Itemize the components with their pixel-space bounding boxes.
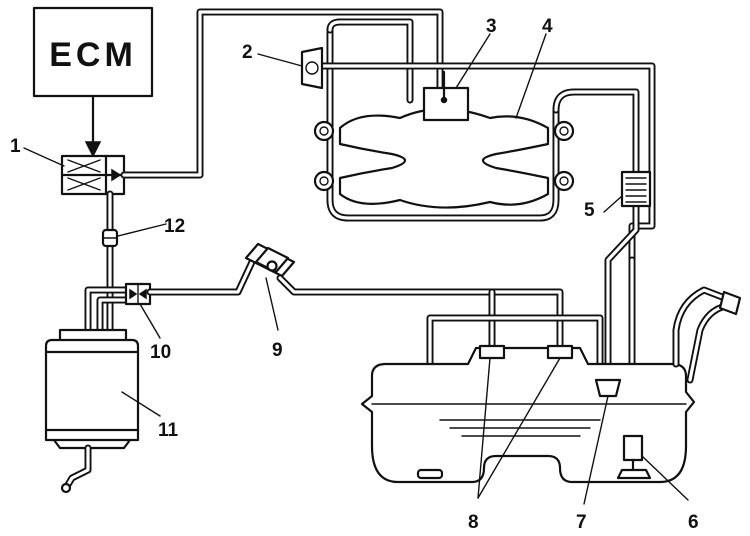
callout-12: 12 bbox=[164, 216, 185, 237]
rollover-valve-7 bbox=[594, 378, 622, 398]
ecm-signal-arrow bbox=[84, 94, 102, 158]
check-valve-9 bbox=[244, 242, 296, 278]
intake-manifold-4 bbox=[313, 18, 575, 222]
callout-4: 4 bbox=[542, 16, 553, 37]
callout-1: 1 bbox=[10, 136, 21, 157]
purge-solenoid-valve bbox=[60, 154, 126, 196]
hose-10-to-9 bbox=[146, 258, 256, 296]
callout-8: 8 bbox=[468, 512, 479, 533]
callout-11: 11 bbox=[158, 420, 179, 441]
ecm-module: ECM bbox=[32, 6, 154, 98]
leader-lines bbox=[23, 33, 689, 505]
purge-hose-to-intake bbox=[120, 8, 444, 179]
callout-labels: 1 2 3 4 5 6 7 8 9 10 11 12 bbox=[10, 16, 699, 533]
callout-5: 5 bbox=[584, 200, 595, 221]
fuel-filter-5 bbox=[620, 170, 652, 208]
fuel-tank bbox=[360, 346, 696, 484]
charcoal-canister-11 bbox=[44, 328, 140, 494]
restrictor-12 bbox=[101, 228, 119, 248]
filler-neck bbox=[672, 286, 742, 384]
callout-2: 2 bbox=[242, 42, 253, 63]
ecm-label: ECM bbox=[49, 36, 137, 74]
callout-6: 6 bbox=[688, 512, 699, 533]
throttle-body-3 bbox=[422, 70, 470, 122]
callout-9: 9 bbox=[272, 340, 283, 361]
callout-3: 3 bbox=[486, 16, 497, 37]
two-way-valve-10 bbox=[124, 282, 152, 306]
fuel-pump-6 bbox=[616, 434, 652, 480]
callout-7: 7 bbox=[576, 512, 587, 533]
callout-10: 10 bbox=[150, 342, 171, 363]
